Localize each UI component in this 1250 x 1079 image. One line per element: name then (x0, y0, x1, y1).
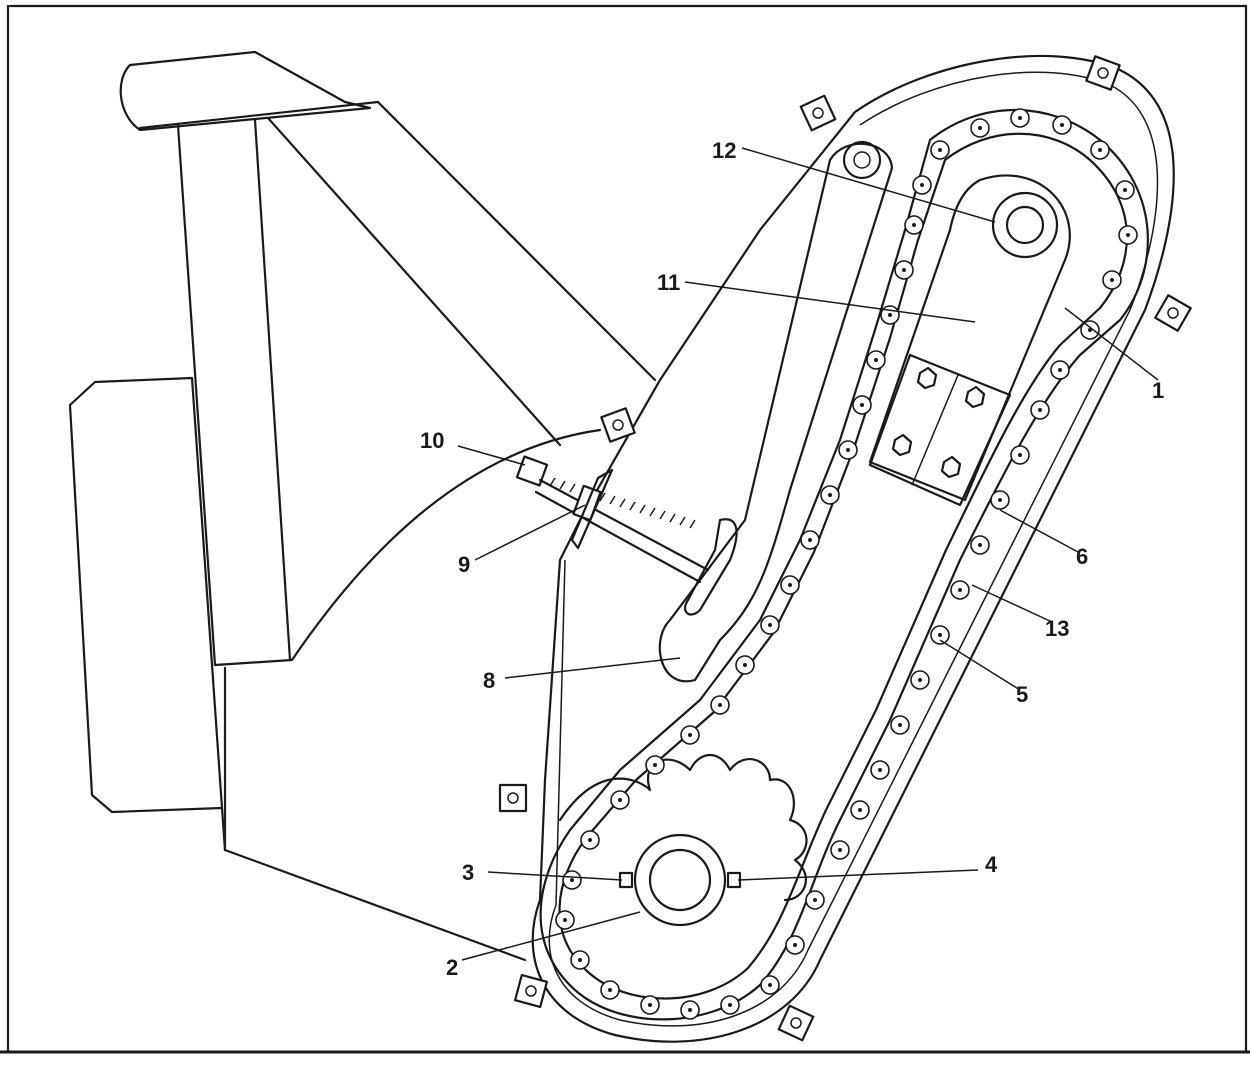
chain-pin (563, 918, 567, 922)
mounting-lug (1154, 294, 1192, 332)
callout-6: 6 (1076, 544, 1088, 569)
callout-2: 2 (446, 955, 458, 980)
chain-pin (938, 148, 942, 152)
chain-case (498, 54, 1192, 1043)
bearing-plate (868, 174, 1071, 507)
callout-5: 5 (1016, 682, 1028, 707)
callout-9: 9 (458, 552, 470, 577)
chain-pin (813, 898, 817, 902)
chain-pin (838, 848, 842, 852)
chain-pin (860, 403, 864, 407)
chain-pin (1098, 148, 1102, 152)
chain-pin (570, 878, 574, 882)
chain-pin (1018, 453, 1022, 457)
chain-pin (920, 183, 924, 187)
chain-pin (1110, 278, 1114, 282)
chain-pin (743, 663, 747, 667)
chain-pin (898, 723, 902, 727)
chain-pin (768, 983, 772, 987)
callout-1: 1 (1152, 378, 1164, 403)
mounting-lug (498, 783, 528, 813)
chain-pin (578, 958, 582, 962)
mounting-lug (600, 407, 636, 443)
adjusting-screw (515, 455, 710, 584)
chain-pin (728, 1003, 732, 1007)
chain-pin (808, 538, 812, 542)
chain-pin (828, 493, 832, 497)
chain-pin (788, 583, 792, 587)
callout-3: 3 (462, 860, 474, 885)
chain-pin (608, 988, 612, 992)
frame-border (0, 4, 1250, 1054)
chain-pin (653, 763, 657, 767)
chain-pin (1058, 368, 1062, 372)
chain-pin (768, 623, 772, 627)
callout-11: 11 (657, 270, 680, 295)
chain-pin (978, 126, 982, 130)
chain-pin (618, 798, 622, 802)
chain-pin (1060, 123, 1064, 127)
chain-pin (918, 678, 922, 682)
callout-8: 8 (483, 668, 495, 693)
chain-pin (858, 808, 862, 812)
chain-pin (1018, 116, 1022, 120)
callout-labels: 12 11 1 10 9 8 6 13 5 3 4 2 (420, 138, 1164, 980)
motor-housing (68, 50, 657, 962)
leader-lines (457, 147, 1159, 961)
mounting-lug (799, 94, 837, 132)
chain-pin (1126, 233, 1130, 237)
lower-sprocket (558, 754, 808, 927)
callout-12: 12 (712, 138, 736, 163)
chain-pin (718, 703, 722, 707)
chain-pin (998, 498, 1002, 502)
chain-pin (902, 268, 906, 272)
chain-pin (793, 943, 797, 947)
callout-13: 13 (1045, 616, 1069, 641)
chain-pin (888, 313, 892, 317)
callout-10: 10 (420, 428, 444, 453)
chain-pin (648, 1003, 652, 1007)
callout-4: 4 (985, 852, 998, 877)
upper-sprocket-hub (991, 191, 1059, 259)
chain-pin (1038, 408, 1042, 412)
chain-pin (688, 1008, 692, 1012)
mounting-lug (513, 973, 549, 1009)
chain-pin (1123, 188, 1127, 192)
chain-pin (912, 223, 916, 227)
chain-pin (846, 448, 850, 452)
chain-pin (958, 588, 962, 592)
chain-pin (978, 543, 982, 547)
mounting-lug (1085, 55, 1121, 91)
chain-pin (878, 768, 882, 772)
chain-pin (588, 838, 592, 842)
chain-pin (874, 358, 878, 362)
chain-pin (688, 733, 692, 737)
chain-pin (938, 633, 942, 637)
mounting-lug (777, 1004, 815, 1042)
tensioner-arm (658, 140, 894, 683)
